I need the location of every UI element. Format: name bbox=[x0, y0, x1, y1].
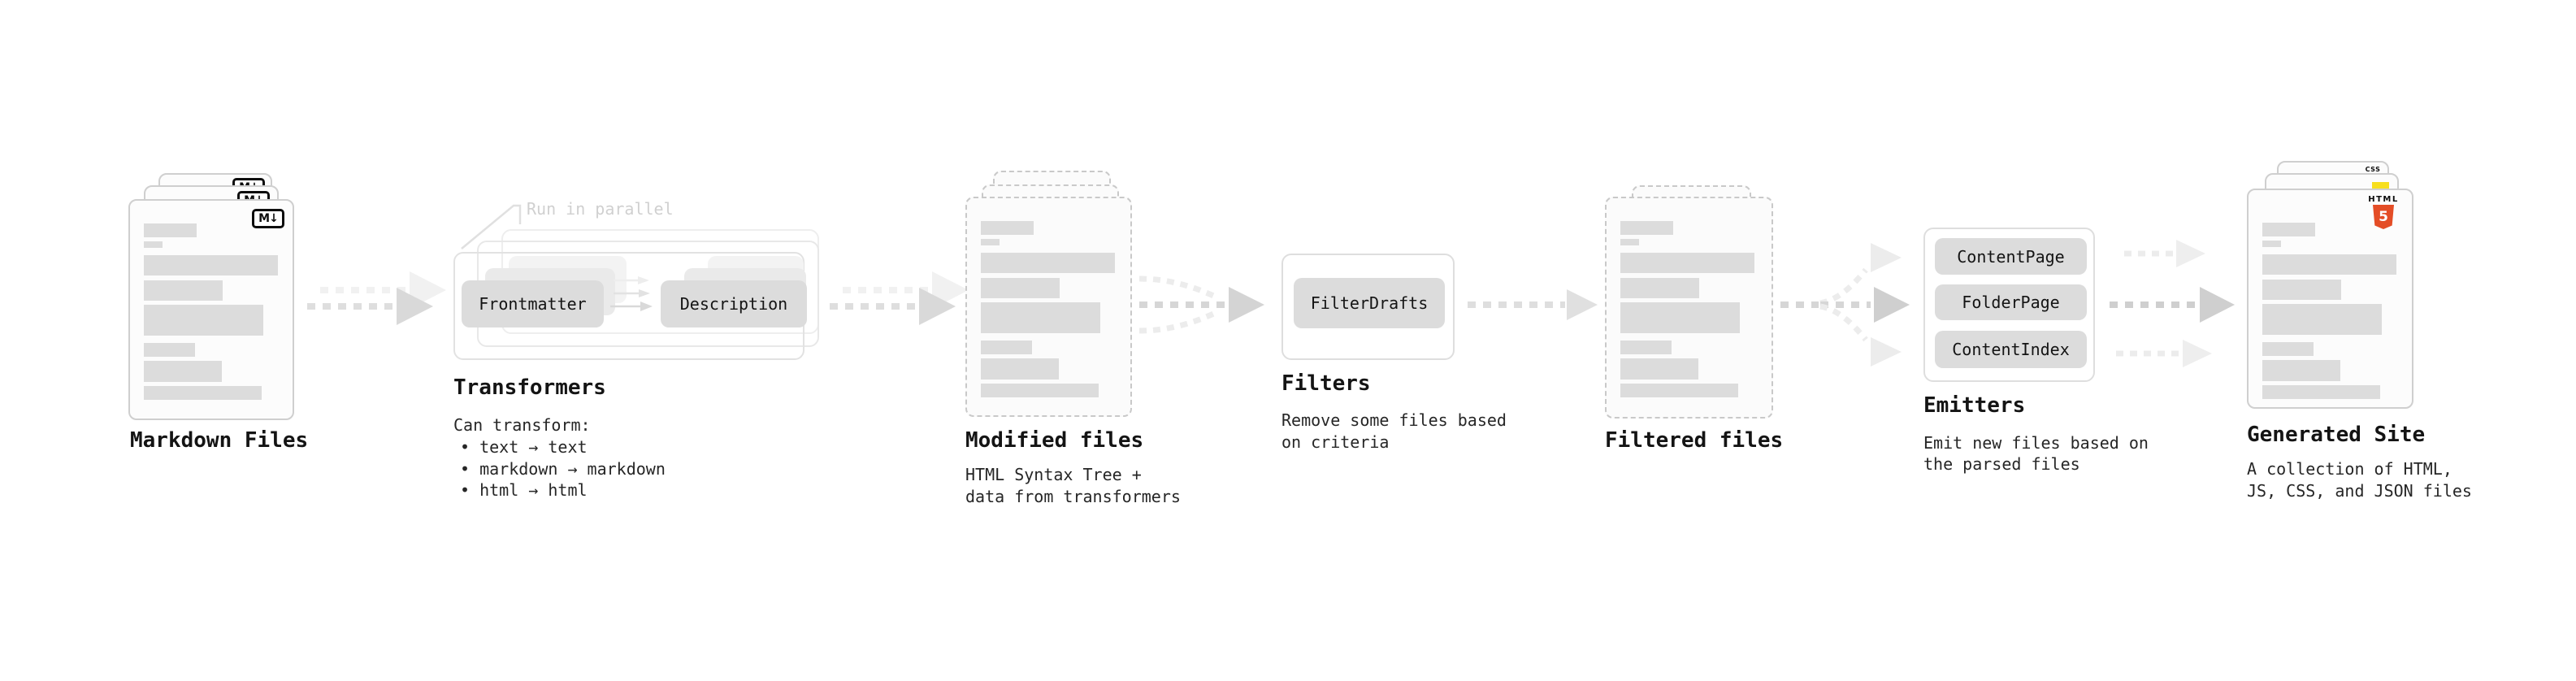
filters-title: Filters bbox=[1281, 371, 1371, 396]
skeleton-bar bbox=[144, 305, 263, 336]
emitter-chip-contentpage: ContentPage bbox=[1935, 238, 2087, 275]
document-skeleton-lines bbox=[144, 223, 282, 402]
skeleton-bar bbox=[144, 241, 163, 248]
filters-desc: on criteria bbox=[1281, 432, 1390, 452]
modified-files-desc: data from transformers bbox=[965, 487, 1181, 506]
skeleton-bar bbox=[1620, 239, 1639, 245]
skeleton-bar bbox=[144, 361, 222, 382]
skeleton-bar bbox=[2262, 360, 2340, 381]
generated-site-desc: A collection of HTML, bbox=[2247, 459, 2452, 479]
css-logo-text: CSS bbox=[2365, 166, 2381, 173]
skeleton-bar bbox=[981, 358, 1059, 380]
run-in-parallel-annotation: Run in parallel bbox=[527, 199, 674, 219]
modified-files-desc: HTML Syntax Tree + bbox=[965, 465, 1142, 484]
skeleton-bar bbox=[2262, 304, 2382, 335]
filter-chip-filterdrafts: FilterDrafts bbox=[1294, 278, 1445, 328]
document-skeleton-lines bbox=[981, 221, 1119, 400]
arrow-transformers-to-modified bbox=[830, 271, 969, 325]
skeleton-bar bbox=[2262, 342, 2314, 356]
skeleton-bar bbox=[2262, 254, 2396, 275]
skeleton-bar bbox=[981, 221, 1034, 235]
transformers-bullet: • markdown → markdown bbox=[460, 459, 666, 479]
skeleton-bar bbox=[144, 386, 262, 400]
skeleton-bar bbox=[1620, 221, 1673, 235]
markdown-files-label: Markdown Files bbox=[130, 428, 309, 453]
transformer-chip-description: Description bbox=[661, 280, 807, 327]
skeleton-bar bbox=[1620, 358, 1698, 380]
skeleton-bar bbox=[1620, 340, 1672, 354]
transformers-bullet: • html → html bbox=[460, 480, 588, 500]
transformer-chip-frontmatter: Frontmatter bbox=[462, 280, 604, 327]
node-markdown-files: M↓ M↓ M↓ Markdown Files bbox=[126, 158, 337, 484]
node-filters: FilterDrafts Filters Remove some files b… bbox=[1280, 252, 1507, 463]
generated-site-label: Generated Site bbox=[2247, 423, 2426, 447]
html5-shield: 5 bbox=[2373, 205, 2394, 229]
skeleton-bar bbox=[981, 340, 1032, 354]
html5-logo-text: HTML bbox=[2368, 195, 2399, 204]
emitter-chip-folderpage: FolderPage bbox=[1935, 284, 2087, 320]
skeleton-bar bbox=[981, 384, 1099, 397]
transformers-desc-heading: Can transform: bbox=[453, 415, 591, 435]
skeleton-bar bbox=[1620, 278, 1699, 298]
skeleton-bar bbox=[981, 278, 1060, 298]
modified-file-card-front bbox=[965, 197, 1132, 417]
skeleton-bar bbox=[1620, 253, 1754, 273]
emitters-desc: the parsed files bbox=[1923, 454, 2080, 474]
skeleton-bar bbox=[981, 302, 1100, 333]
skeleton-bar bbox=[981, 239, 1000, 245]
skeleton-bar bbox=[2262, 241, 2281, 247]
emitters-desc: Emit new files based on bbox=[1923, 433, 2149, 453]
markdown-file-card-front: M↓ bbox=[128, 199, 294, 420]
skeleton-bar bbox=[2262, 385, 2380, 399]
skeleton-bar bbox=[144, 255, 278, 275]
skeleton-bar bbox=[144, 343, 195, 357]
skeleton-bar bbox=[1620, 384, 1738, 397]
markdown-logo-icon: M↓ bbox=[252, 209, 284, 228]
filters-desc: Remove some files based bbox=[1281, 410, 1507, 430]
skeleton-bar bbox=[1620, 302, 1740, 333]
node-filtered-files: Filtered files bbox=[1602, 183, 1814, 492]
html5-logo-icon: HTML 5 bbox=[2365, 195, 2402, 229]
transformers-bullet: • text → text bbox=[460, 437, 588, 457]
generated-site-desc: JS, CSS, and JSON files bbox=[2247, 481, 2472, 501]
skeleton-bar bbox=[2262, 280, 2341, 300]
node-emitters: ContentPage FolderPage ContentIndex Emit… bbox=[1922, 226, 2149, 486]
emitter-chip-contentindex: ContentIndex bbox=[1935, 331, 2087, 368]
transformers-title: Transformers bbox=[453, 375, 606, 400]
emitters-title: Emitters bbox=[1923, 393, 2026, 418]
skeleton-bar bbox=[144, 280, 223, 301]
node-transformers: Run in parallel Frontmatter Description … bbox=[451, 195, 833, 520]
node-generated-site: CSS HTML 5 Generated Site A bbox=[2244, 158, 2472, 508]
modified-files-label: Modified files bbox=[965, 428, 1144, 453]
document-skeleton-lines bbox=[2262, 223, 2400, 401]
skeleton-bar bbox=[981, 253, 1115, 273]
filtered-file-card-front bbox=[1605, 197, 1773, 419]
filtered-files-label: Filtered files bbox=[1605, 428, 1784, 453]
document-skeleton-lines bbox=[1620, 221, 1759, 400]
node-modified-files: Modified files HTML Syntax Tree + data f… bbox=[963, 167, 1181, 508]
site-file-card-html: HTML 5 bbox=[2247, 189, 2413, 409]
skeleton-bar bbox=[144, 223, 197, 237]
skeleton-bar bbox=[2262, 223, 2315, 236]
